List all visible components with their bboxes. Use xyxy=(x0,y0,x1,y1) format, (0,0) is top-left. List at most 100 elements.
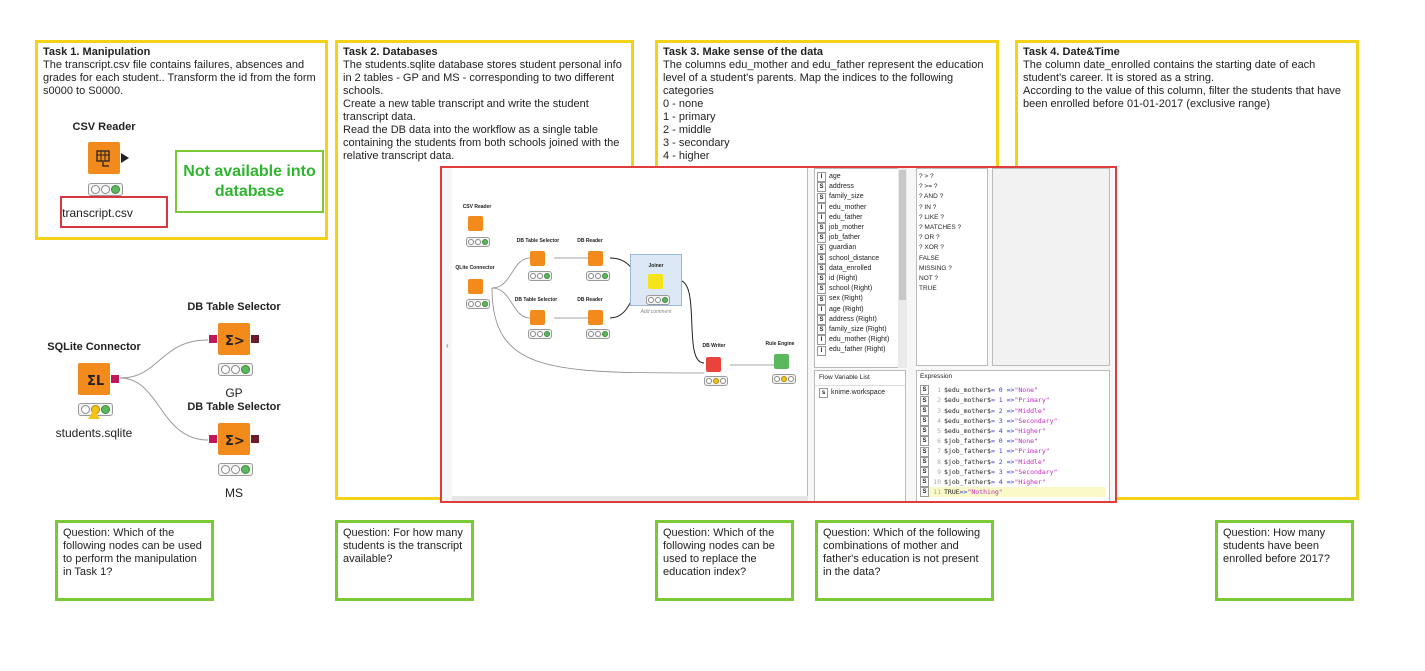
svg-text:Ʃ>: Ʃ> xyxy=(225,434,245,449)
column-type-icon: S xyxy=(817,274,826,285)
function-item[interactable]: NOT ? xyxy=(919,275,939,283)
db-table-selector-gp-node[interactable]: Ʃ> xyxy=(218,323,250,355)
wf-sel1-node[interactable] xyxy=(530,251,545,266)
column-type-icon: I xyxy=(817,304,826,315)
string-type-icon: S xyxy=(920,477,929,488)
selector-in-port[interactable] xyxy=(209,435,217,443)
function-item[interactable]: ? OR ? xyxy=(919,234,940,242)
svg-text:Ʃ>: Ʃ> xyxy=(225,334,245,349)
sqlite-file-label: students.sqlite xyxy=(55,426,133,440)
selector-out-port[interactable] xyxy=(251,335,259,343)
column-type-icon: S xyxy=(817,325,826,336)
selector-in-port[interactable] xyxy=(209,335,217,343)
workflow-canvas[interactable] xyxy=(452,168,808,501)
db-table-selector-ms-node[interactable]: Ʃ> xyxy=(218,423,250,455)
wf-writer-node[interactable] xyxy=(706,357,721,372)
status-light xyxy=(772,374,796,384)
column-type-icon: S xyxy=(817,182,826,193)
function-list[interactable]: ? > ? ? >= ? ? AND ? ? IN ? ? LIKE ? ? MATCHE… xyxy=(916,168,988,366)
status-light xyxy=(586,271,610,281)
flow-variable-title: Flow Variable List xyxy=(815,371,905,387)
wf-sqlite-node[interactable] xyxy=(468,279,483,294)
column-type-icon: I xyxy=(817,335,826,346)
sqlite-out-port[interactable] xyxy=(111,375,119,383)
string-type-icon: S xyxy=(920,436,929,447)
column-list-scroll-thumb[interactable] xyxy=(899,170,906,300)
wf-sel2-node[interactable] xyxy=(530,310,545,325)
question-2: Question: For how many students is the t… xyxy=(335,520,474,601)
canvas-scrollbar[interactable] xyxy=(452,496,808,501)
function-item[interactable]: ? LIKE ? xyxy=(919,213,944,221)
function-item[interactable]: ? > ? xyxy=(919,173,934,180)
function-item[interactable]: TRUE xyxy=(919,285,937,293)
wf-rd1-node[interactable] xyxy=(588,251,603,266)
string-type-icon: S xyxy=(920,395,929,406)
csv-reader-node[interactable] xyxy=(88,142,120,174)
collapse-arrow-icon[interactable]: ‹ xyxy=(446,341,449,350)
column-type-icon: S xyxy=(817,263,826,274)
column-type-icon: S xyxy=(817,314,826,325)
function-item[interactable]: ? MATCHES ? xyxy=(919,224,962,232)
function-item[interactable]: MISSING ? xyxy=(919,264,952,272)
function-item[interactable]: FALSE xyxy=(919,254,940,262)
task-title: Task 1. Manipulation xyxy=(43,46,151,58)
column-type-icon: S xyxy=(817,192,826,203)
function-item[interactable]: ? IN ? xyxy=(919,203,937,211)
string-type-icon: S xyxy=(920,446,929,457)
function-item[interactable]: ? >= ? xyxy=(919,183,938,191)
column-type-icon: S xyxy=(817,243,826,254)
db-selector-icon: Ʃ> xyxy=(225,334,245,349)
sqlite-connector-label: SQLite Connector xyxy=(47,341,141,353)
task-body: The columns edu_mother and edu_father re… xyxy=(663,59,984,162)
function-item[interactable]: ? XOR ? xyxy=(919,244,944,252)
function-item[interactable]: ? AND ? xyxy=(919,193,944,201)
wf-rule-node[interactable] xyxy=(774,354,789,369)
task-title: Task 3. Make sense of the data xyxy=(663,46,823,58)
db-selector-icon: Ʃ> xyxy=(225,434,245,449)
sqlite-connector-node[interactable]: ƩL xyxy=(78,363,110,395)
wf-add-comment[interactable]: Add comment xyxy=(640,309,672,315)
selector-out-port[interactable] xyxy=(251,435,259,443)
wf-joiner-node[interactable] xyxy=(648,274,663,289)
wf-rule-label: Rule Engine xyxy=(765,341,795,347)
wf-csv-node[interactable] xyxy=(468,216,483,231)
selector-ms-sub: MS xyxy=(225,486,243,500)
wf-sqlite-label: QLite Connector xyxy=(455,265,495,271)
question-1: Question: Which of the following nodes c… xyxy=(55,520,214,601)
status-light xyxy=(88,183,123,196)
wf-rd2-node[interactable] xyxy=(588,310,603,325)
status-light xyxy=(466,237,490,247)
